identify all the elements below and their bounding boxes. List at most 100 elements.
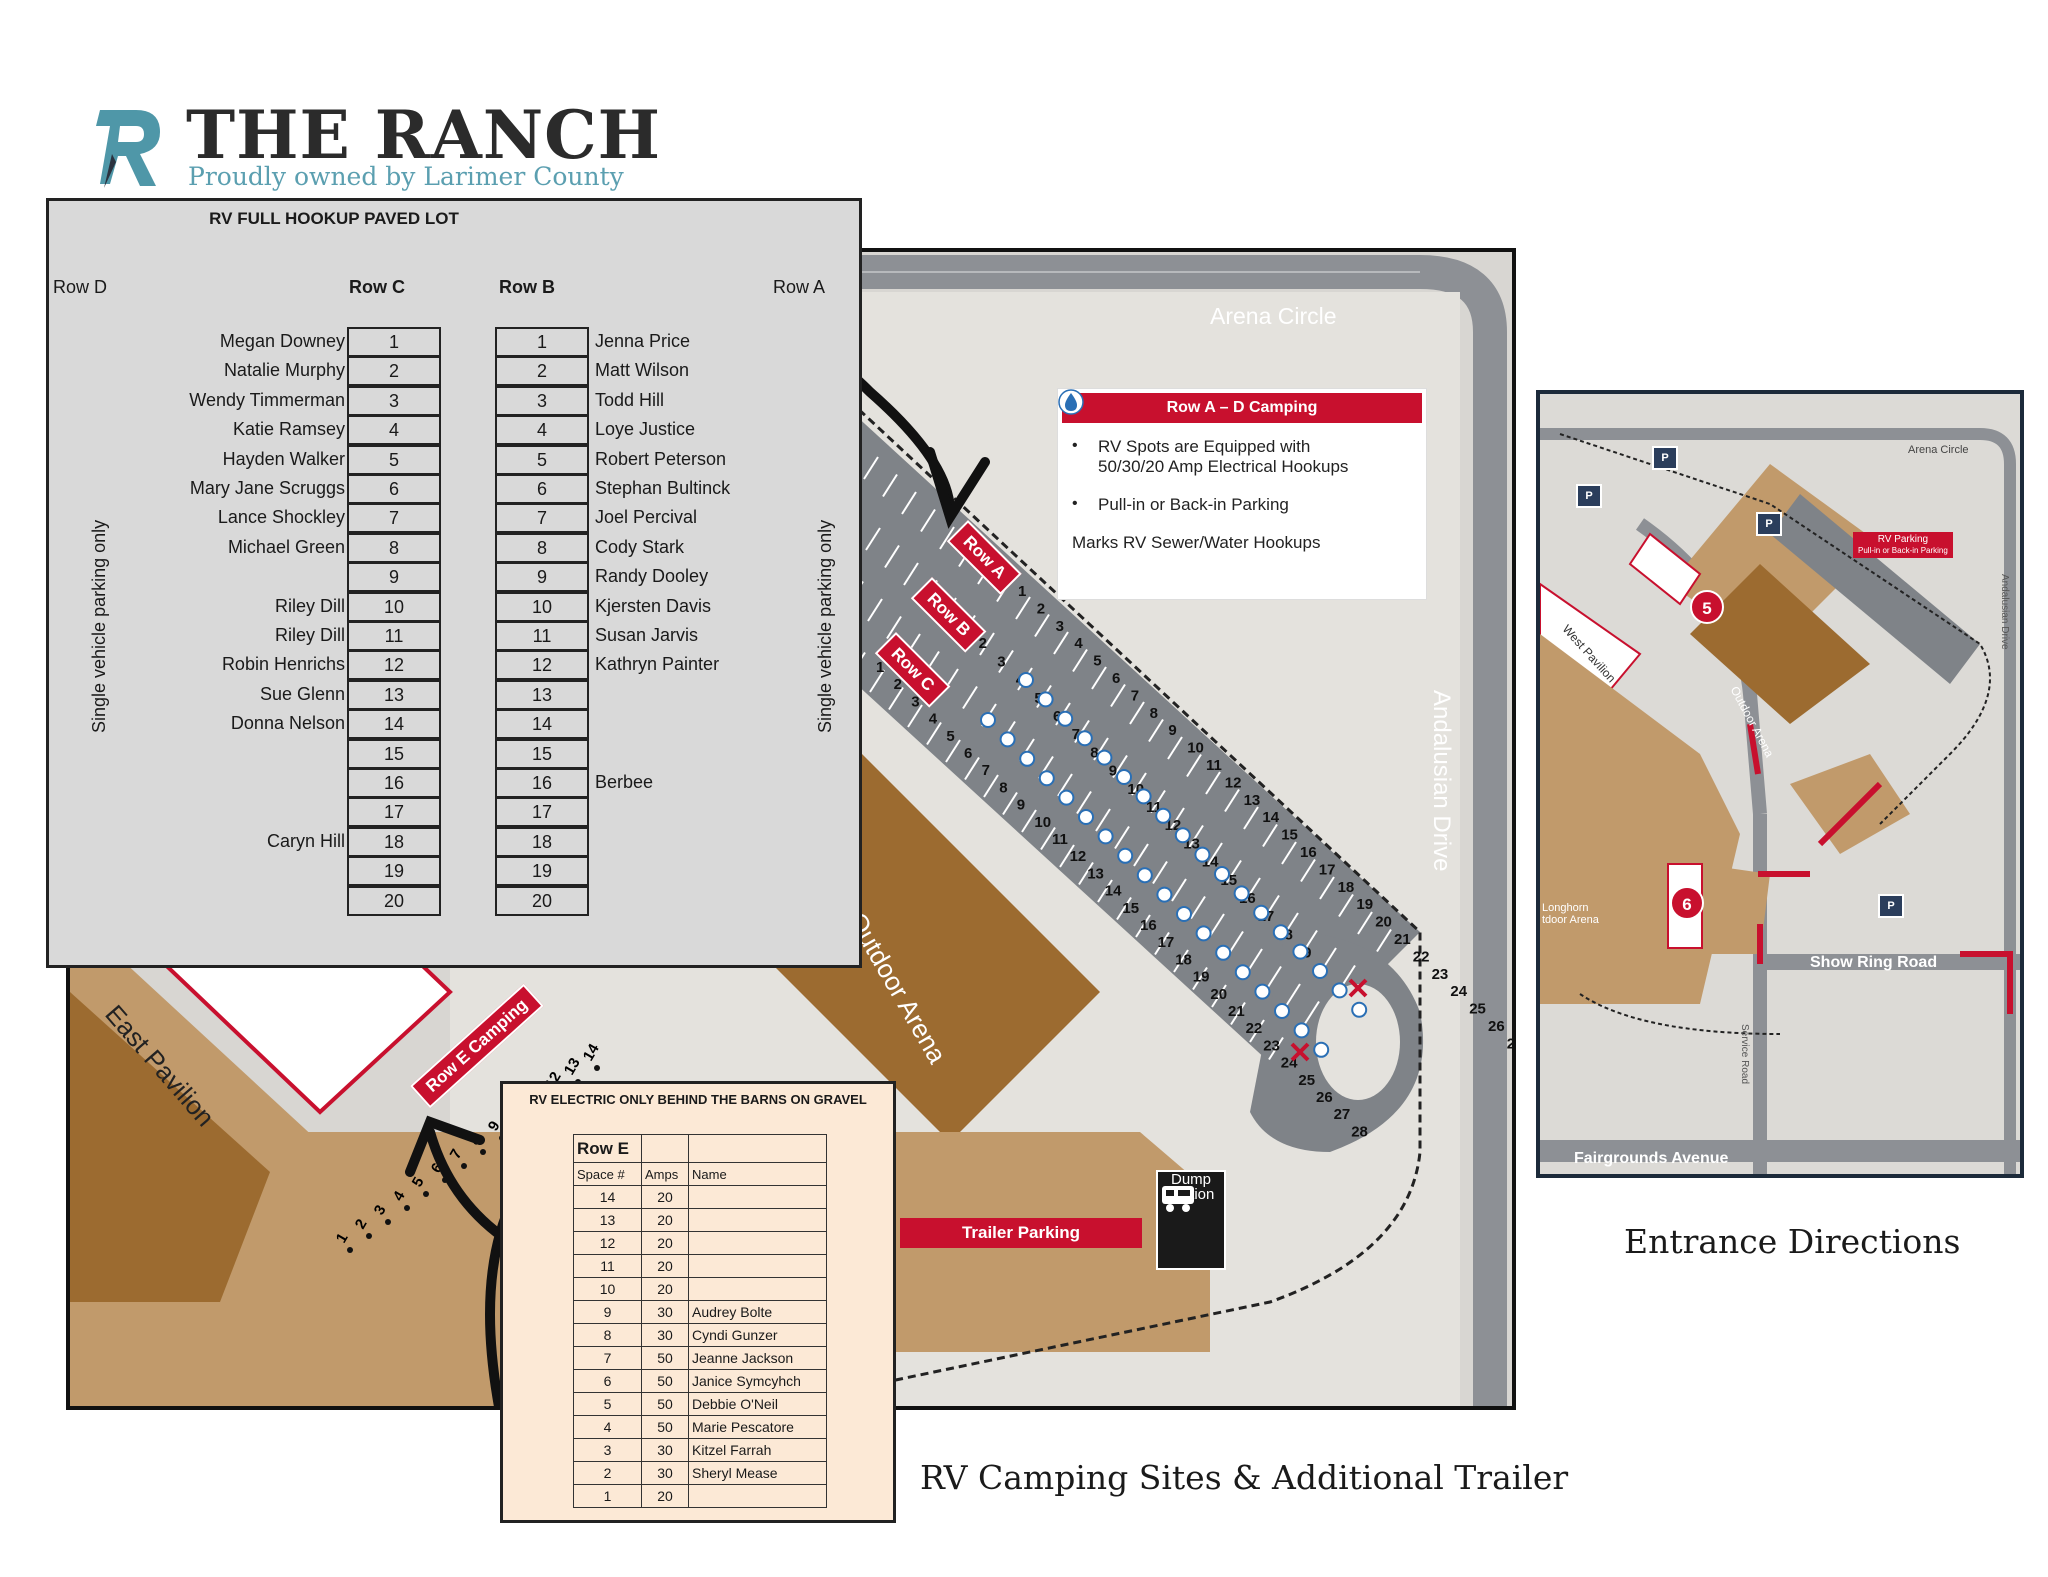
row-e-spot-dot <box>347 1247 353 1253</box>
stall-line <box>1224 788 1240 813</box>
parking-spot-numbers: 1234567891011121314151617181920212223242… <box>876 583 1516 1140</box>
stall-line <box>1167 736 1183 760</box>
hookup-drop-icon <box>1272 924 1289 941</box>
hookup-drop-icon <box>1136 867 1153 884</box>
parking-letter: P <box>1765 518 1773 530</box>
info-item-parking: • Pull-in or Back-in Parking <box>1072 495 1412 515</box>
space-number-cell: 7 <box>573 1346 642 1370</box>
row-c-space-number: 6 <box>347 474 441 504</box>
occupant-name-cell: Sheryl Mease <box>688 1461 827 1485</box>
row-b-space-number: 10 <box>495 591 589 622</box>
row-c-spot-number: 26 <box>1316 1089 1333 1106</box>
stall-line <box>1053 631 1069 655</box>
row-c-space-number: 1 <box>347 327 441 357</box>
hookup-drop-icon <box>1293 1022 1310 1039</box>
row-c-spot-number: 1 <box>876 659 884 676</box>
row-b-space-number: 20 <box>495 885 589 916</box>
stall-line <box>1015 596 1031 620</box>
row-a-spot-number: 27 <box>1507 1035 1516 1052</box>
row-e-spot-dot <box>423 1191 429 1197</box>
em-longhorn-line: Longhorn <box>1542 902 1589 914</box>
row-b-space-number: 19 <box>495 856 589 887</box>
row-a-spot-number: 5 <box>1093 653 1101 670</box>
row-b-space-number: 6 <box>495 474 589 504</box>
space-number-cell: 4 <box>573 1415 642 1439</box>
row-b-space-number: 2 <box>495 356 589 387</box>
space-number-cell: 12 <box>573 1231 642 1255</box>
row-c-occupant: Hayden Walker <box>222 448 345 469</box>
row-b-occupant: Cody Stark <box>595 536 685 557</box>
hookup-drop-icon <box>1194 846 1211 863</box>
info-box-title: Row A – D Camping <box>1062 393 1422 423</box>
row-b-space-number: 13 <box>495 679 589 710</box>
row-c-spot-number: 17 <box>1158 934 1175 951</box>
electric-only-title: RV ELECTRIC ONLY BEHIND THE BARNS ON GRA… <box>529 1092 867 1107</box>
row-b-space-number: 7 <box>495 503 589 534</box>
row-c-space-number: 14 <box>347 709 441 740</box>
row-b-occupant: Joel Percival <box>595 507 698 528</box>
row-c-space-number: 4 <box>347 415 441 446</box>
row-c-space-number: 8 <box>347 532 441 563</box>
trailer-parking-label: Trailer Parking <box>900 1218 1142 1248</box>
stall-line <box>865 527 881 551</box>
row-a-spot-number: 6 <box>1112 670 1120 687</box>
hookup-drop-icon <box>1097 828 1114 845</box>
row-a-spot-number: 7 <box>1131 687 1139 704</box>
arena-circle-road-label: Arena Circle <box>1210 303 1337 329</box>
row-a-spot-number: 2 <box>1037 600 1045 617</box>
em-show-ring-road-label: Show Ring Road <box>1810 954 1938 971</box>
row-a-spot-number: 11 <box>1206 757 1222 774</box>
row-c-space-number: 20 <box>347 885 441 916</box>
row-b-spot-number: 2 <box>979 635 987 652</box>
stall-line <box>1133 843 1149 867</box>
amps-cell: 30 <box>641 1323 689 1347</box>
occupant-name-cell: Janice Symcyhch <box>688 1369 827 1393</box>
stall-line <box>1262 823 1278 848</box>
row-c-occupant: Lance Shockley <box>217 507 345 528</box>
lot-rr-parking-icon: P <box>1756 512 1782 536</box>
hookup-drop-icon <box>1331 982 1348 999</box>
amps-cell: 20 <box>641 1185 689 1209</box>
row-b-occupant: Kjersten Davis <box>595 595 712 616</box>
hookup-drop-icon <box>999 731 1016 748</box>
occupant-name-cell: Kitzel Farrah <box>688 1438 827 1462</box>
occupant-name-cell <box>688 1277 827 1301</box>
row-c-space-number: 10 <box>347 591 441 622</box>
stall-line <box>1110 683 1126 708</box>
amps-cell: 50 <box>641 1369 689 1393</box>
occupant-name-cell: Cyndi Gunzer <box>688 1323 827 1347</box>
stall-line <box>1078 861 1094 886</box>
row-b-space-number: 15 <box>495 738 589 769</box>
space-number-cell: 10 <box>573 1277 642 1301</box>
row-b-space-number: 12 <box>495 650 589 681</box>
row-b-space-number: 11 <box>495 621 589 651</box>
stall-line <box>1154 931 1170 956</box>
row-c-occupant: Wendy Timmerman <box>189 389 345 410</box>
row-c-occupant: Robin Henrichs <box>221 654 345 675</box>
andalusian-drive-label: Andalusian Drive <box>1428 690 1455 872</box>
row-c-space-number: 18 <box>347 826 441 857</box>
stall-line <box>1171 878 1187 902</box>
closed-spot-x-icon <box>1290 978 1368 1062</box>
paved-rv-lot <box>690 392 1420 1072</box>
row-b-occupant: Kathryn Painter <box>595 654 720 675</box>
stall-line <box>1112 754 1128 779</box>
em-arena-circle-label: Arena Circle <box>1908 444 1969 456</box>
space-number-cell: 14 <box>573 1185 642 1209</box>
stall-line <box>1249 1019 1265 1043</box>
empty-header-cell <box>688 1134 827 1163</box>
stall-line <box>882 473 898 498</box>
row-c-spot-number: 3 <box>911 693 919 710</box>
row-c-spot-number: 10 <box>1034 814 1051 831</box>
stall-line <box>979 632 995 656</box>
name-column-header: Name <box>688 1162 827 1186</box>
stall-line <box>1072 648 1088 673</box>
em-andalusian-drive-label: Andalusian Drive <box>1999 574 2010 650</box>
rv-camping-caption: RV Camping Sites & Additional Trailer <box>920 1458 1569 1497</box>
parking-letter: P <box>1585 490 1593 502</box>
info-item-line: Marks RV Sewer/Water Hookups <box>1072 533 1321 552</box>
row-c-space-number: 3 <box>347 385 441 416</box>
stall-line <box>1376 928 1392 953</box>
row-c-spot-number: 18 <box>1175 951 1192 968</box>
